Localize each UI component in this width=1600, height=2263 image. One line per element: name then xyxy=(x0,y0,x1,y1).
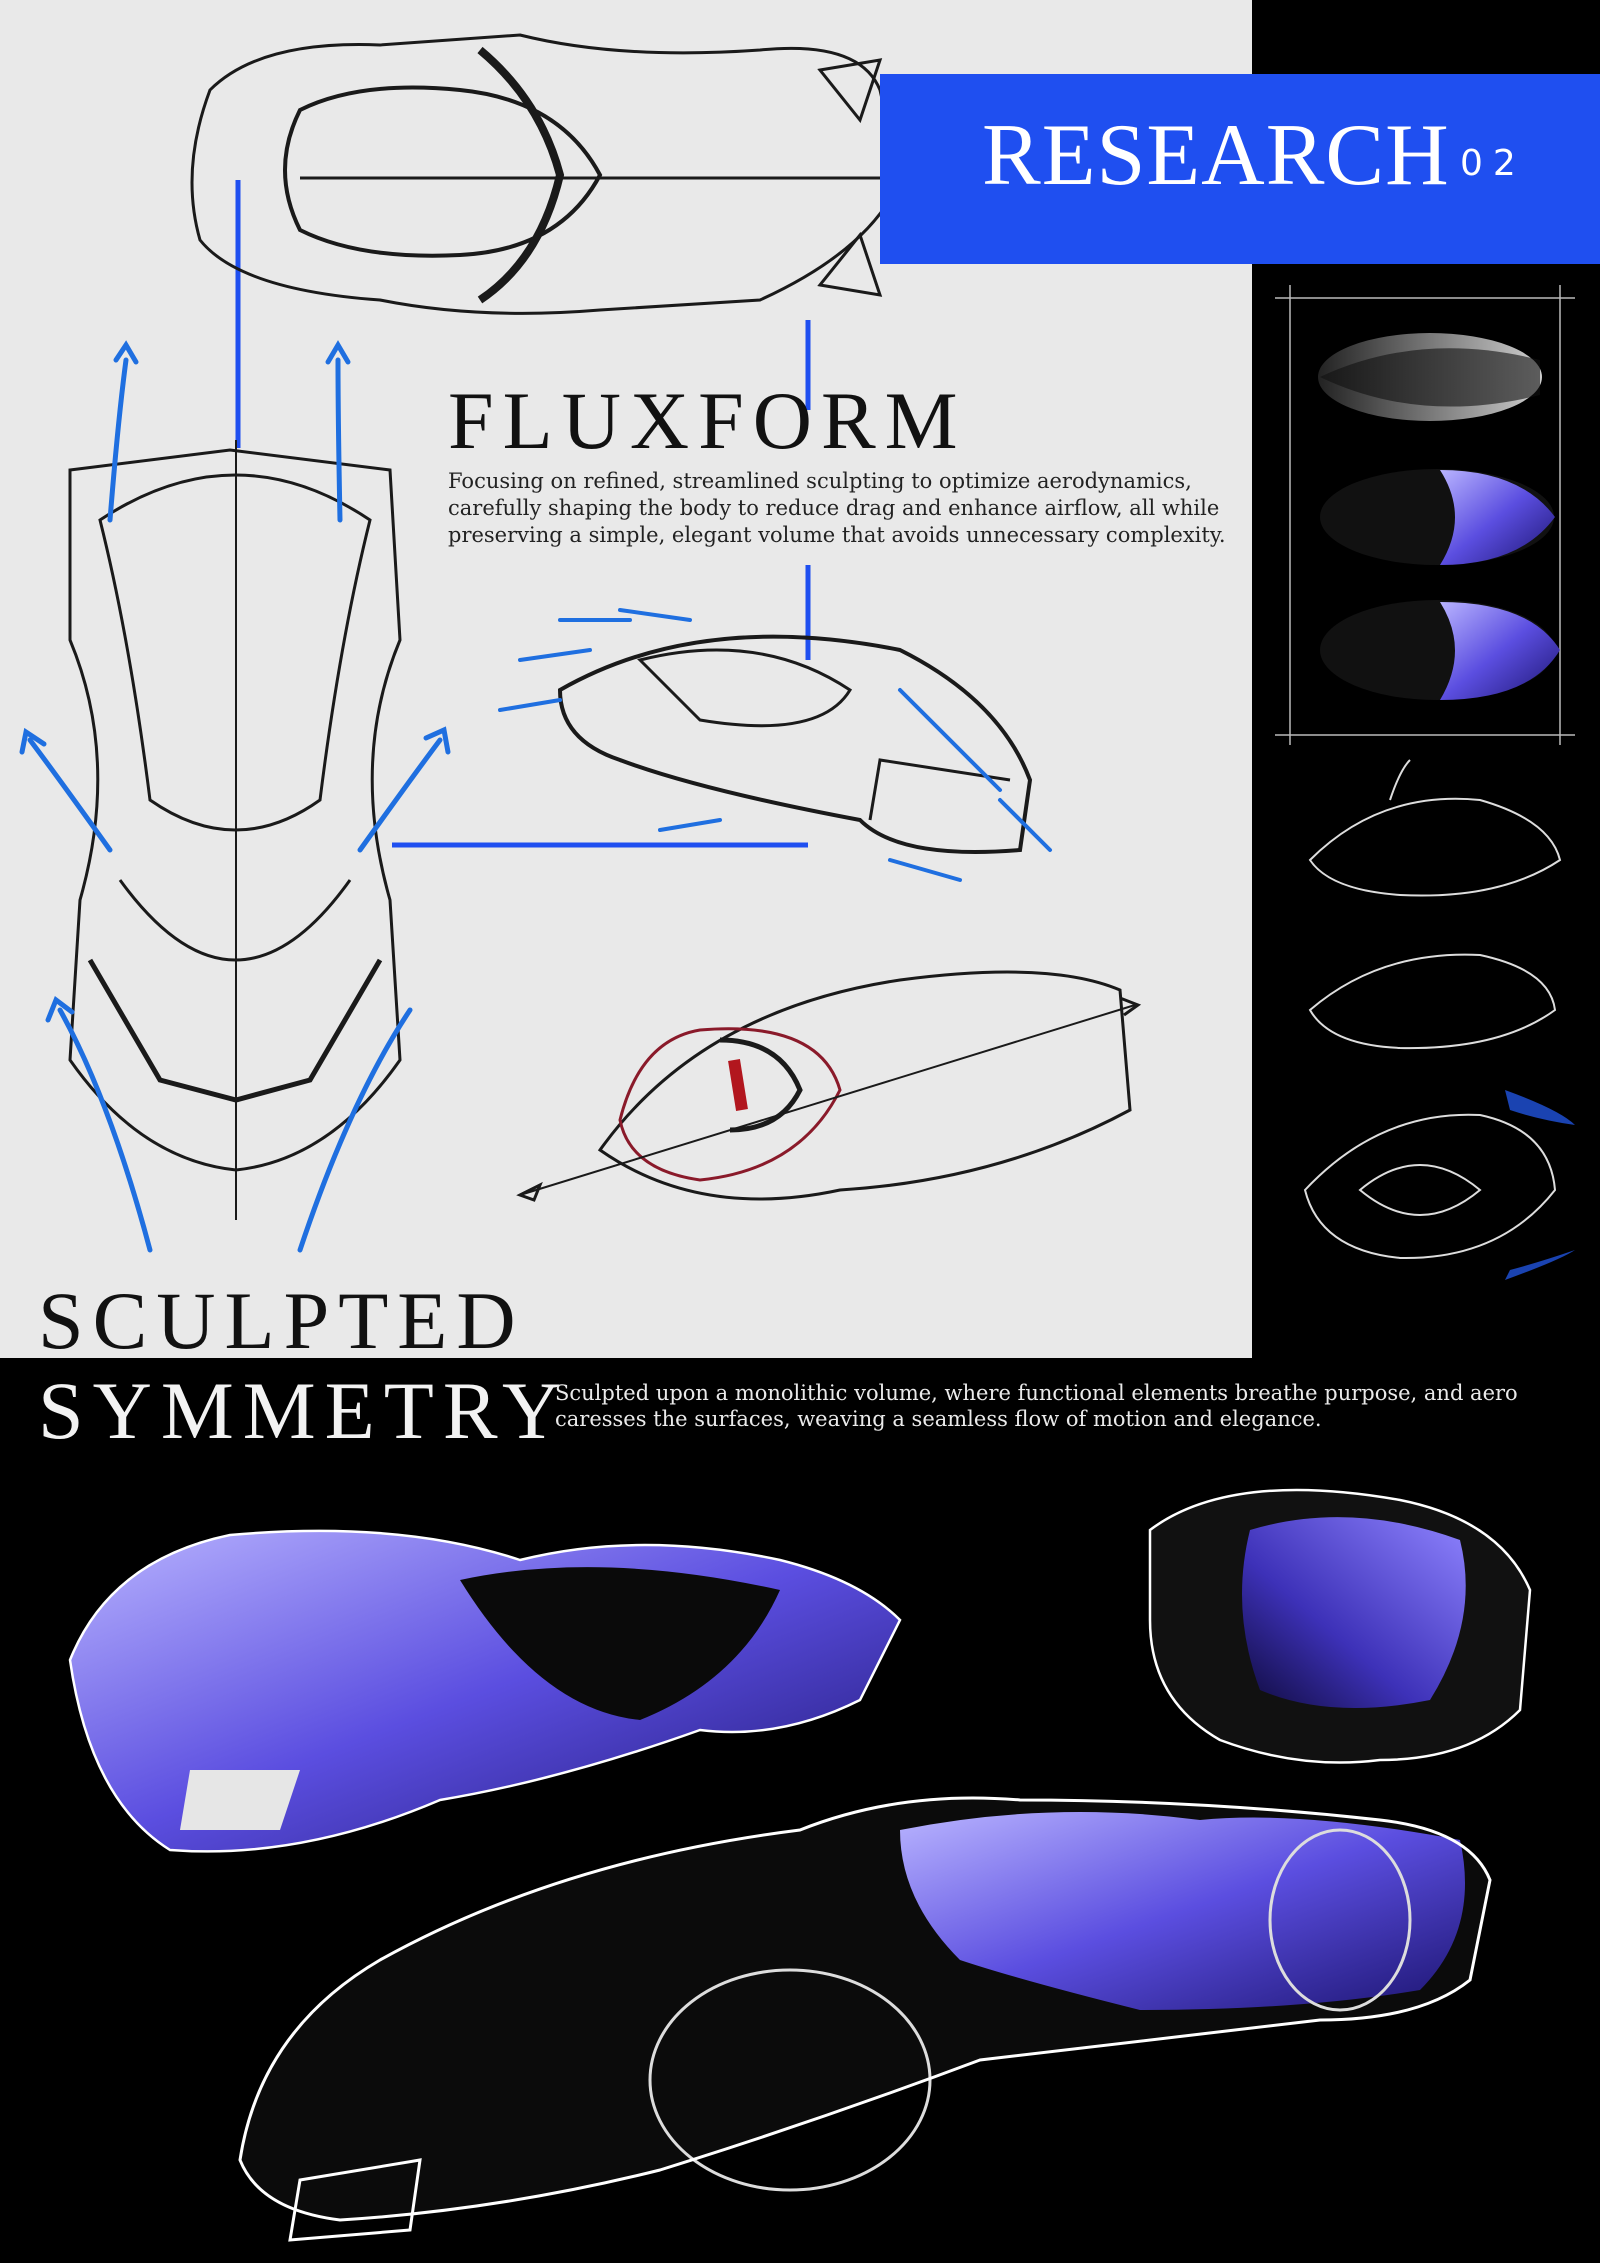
blue-guide-lines xyxy=(235,180,811,848)
research-banner xyxy=(880,74,1600,264)
car-cockpit-sketch xyxy=(516,970,1142,1202)
thumbnail-line-sketches xyxy=(1303,759,1562,1260)
thumbnail-frames xyxy=(1275,285,1575,745)
car-render-front xyxy=(1148,1488,1532,1764)
thumbnail-render-2 xyxy=(1320,469,1555,565)
thumbnail-render-3 xyxy=(1320,600,1560,700)
sculpted-heading-line1: SCULPTED xyxy=(38,1275,525,1366)
sculpted-description: Sculpted upon a monolithic volume, where… xyxy=(555,1381,1518,1431)
airflow-arrows xyxy=(19,340,451,1253)
car-render-main xyxy=(238,1796,1492,2242)
car-perspective-airflow-sketch xyxy=(557,634,1033,854)
car-front-view-sketch xyxy=(68,440,402,1220)
fluxform-description: Focusing on refined, streamlined sculpti… xyxy=(448,469,1226,547)
banner-title: RESEARCH xyxy=(982,107,1450,204)
thumbnail-blue-accents xyxy=(1505,1090,1575,1280)
sculpted-heading-line2: SYMMETRY xyxy=(38,1365,571,1456)
banner-page-number: 02 xyxy=(1460,143,1526,184)
thumbnail-render-1 xyxy=(1318,333,1542,421)
car-render-left xyxy=(68,1529,902,1853)
car-top-view-sketch xyxy=(190,33,902,315)
fluxform-heading: FLUXFORM xyxy=(448,375,967,466)
